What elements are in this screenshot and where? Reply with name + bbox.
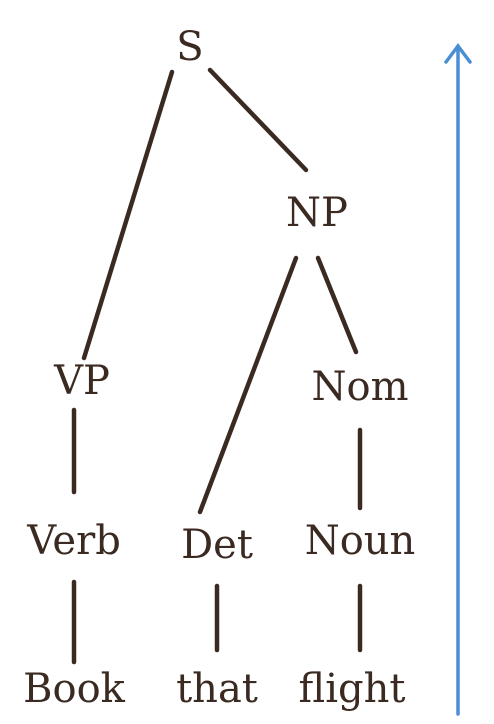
node-vp: VP — [53, 358, 110, 404]
node-np: NP — [286, 190, 348, 236]
word-flight: flight — [299, 666, 406, 712]
edge-s-vp — [81, 69, 175, 361]
node-s: S — [176, 24, 203, 70]
node-det: Det — [181, 522, 253, 568]
word-that: that — [176, 666, 258, 712]
edge-s-np — [207, 67, 309, 173]
node-verb: Verb — [26, 518, 121, 564]
node-noun: Noun — [305, 518, 416, 564]
tree-edges — [71, 67, 363, 665]
edge-np-det — [197, 255, 299, 515]
edge-np-nom — [315, 255, 359, 355]
node-nom: Nom — [311, 364, 408, 410]
word-book: Book — [23, 666, 126, 712]
arrow-head-icon — [444, 43, 472, 64]
bottom-up-arrow — [444, 43, 472, 716]
tree-nodes: S NP VP Nom Verb Det Noun Book that flig… — [23, 24, 415, 712]
